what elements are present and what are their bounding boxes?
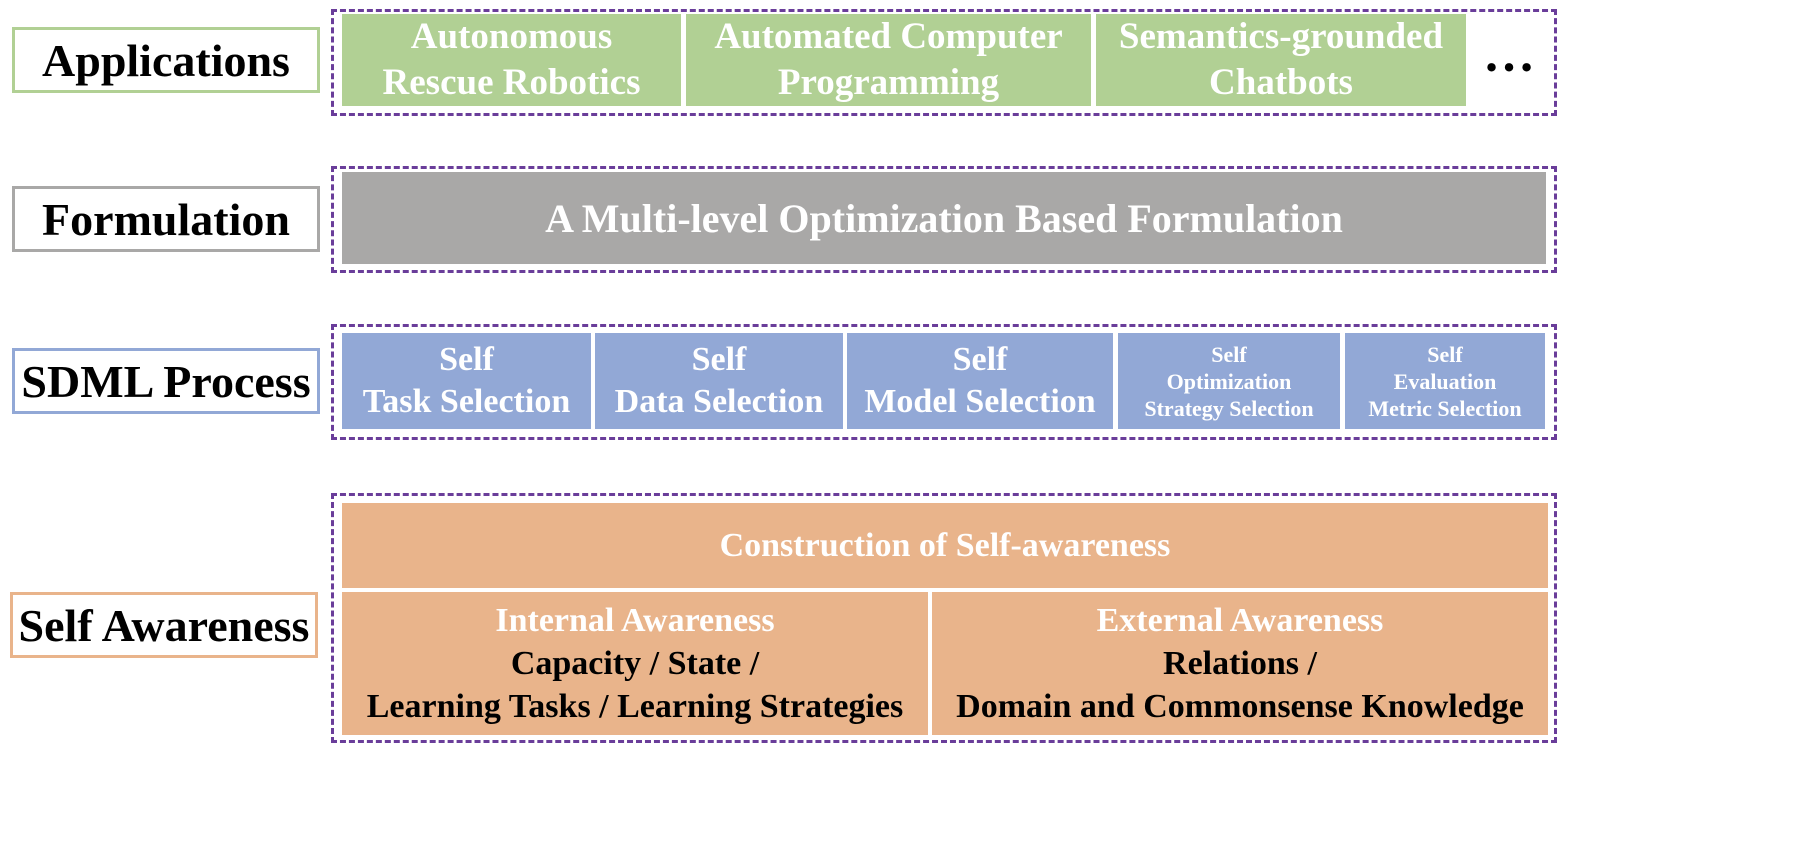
process-line2: Evaluation [1393,368,1497,394]
process-box-model-selection: Self Model Selection [847,333,1113,429]
construction-text: Construction of Self-awareness [719,526,1171,564]
process-line1: Self [952,341,1008,378]
app-box-chatbots: Semantics-grounded Chatbots [1096,14,1466,106]
app-box-line1: Automated Computer [714,16,1063,57]
process-frame [331,324,1557,440]
process-box-optimization-strategy-selection: Self Optimization Strategy Selection [1118,333,1340,429]
app-box-line2: Programming [777,62,1000,103]
app-box-line2: Chatbots [1209,62,1353,103]
label-applications: Applications [12,27,320,93]
external-awareness-line1: Relations / [1163,645,1317,682]
internal-awareness-line2: Learning Tasks / Learning Strategies [366,688,904,725]
app-box-rescue-robotics: Autonomous Rescue Robotics [342,14,681,106]
external-awareness-line2: Domain and Commonsense Knowledge [956,688,1524,725]
label-sdml-process: SDML Process [12,348,320,414]
construction-box: Construction of Self-awareness [342,503,1548,588]
internal-awareness-box: Internal Awareness Capacity / State / Le… [342,592,928,735]
label-formulation: Formulation [12,186,320,252]
process-box-evaluation-metric-selection: Self Evaluation Metric Selection [1345,333,1545,429]
formulation-frame [331,166,1557,273]
label-self-awareness: Self Awareness [10,592,318,658]
applications-frame [331,9,1557,116]
app-box-line2: Rescue Robotics [382,62,641,103]
external-awareness-title: External Awareness [1096,602,1384,639]
app-box-line1: Semantics-grounded [1118,16,1444,57]
process-line2: Optimization [1166,368,1292,394]
process-line3: Metric Selection [1368,395,1522,421]
process-line1: Self [439,341,494,378]
awareness-frame [331,493,1557,743]
process-line1: Self [1211,341,1247,367]
external-awareness-box: External Awareness Relations / Domain an… [932,592,1548,735]
process-line1: Self [691,341,747,378]
internal-awareness-title: Internal Awareness [495,602,775,639]
app-box-line1: Autonomous [410,16,613,57]
app-box-computer-programming: Automated Computer Programming [686,14,1091,106]
applications-ellipsis: … [1483,25,1535,83]
process-line2: Task Selection [362,383,571,420]
formulation-text: A Multi-level Optimization Based Formula… [545,195,1343,241]
process-line2: Data Selection [614,383,824,420]
process-box-task-selection: Self Task Selection [342,333,591,429]
process-line1: Self [1427,341,1463,367]
process-line3: Strategy Selection [1144,395,1314,421]
formulation-box: A Multi-level Optimization Based Formula… [342,172,1546,264]
process-line2: Model Selection [864,383,1096,420]
internal-awareness-line1: Capacity / State / [510,645,760,682]
process-box-data-selection: Self Data Selection [595,333,843,429]
